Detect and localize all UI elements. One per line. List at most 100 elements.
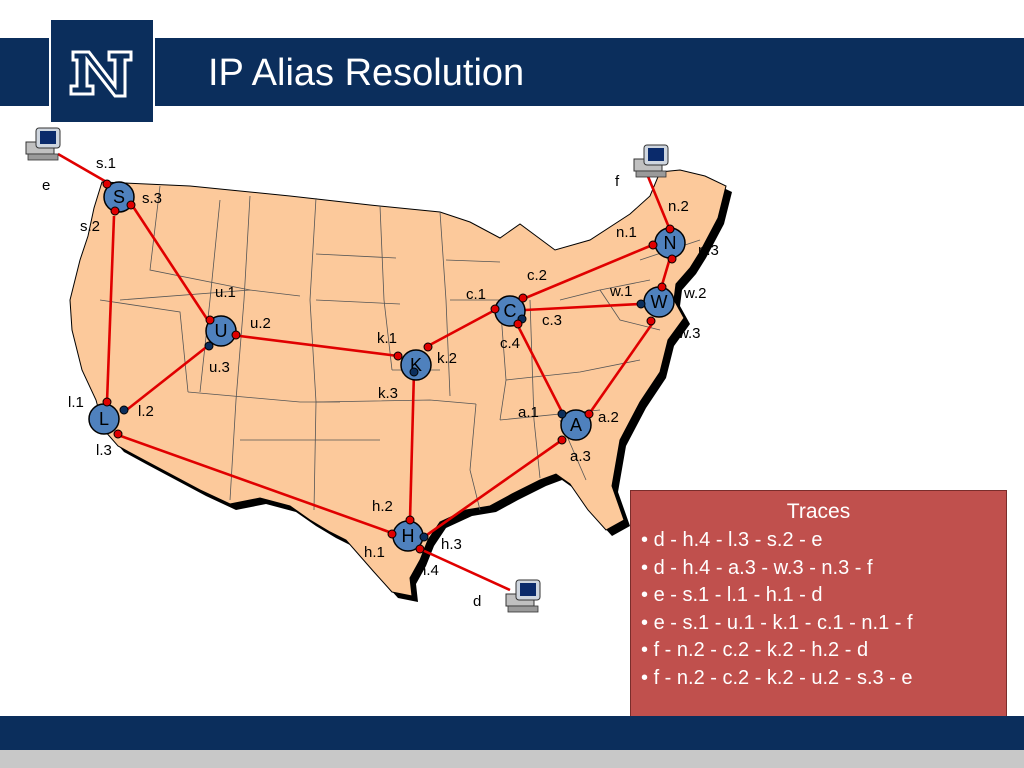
trace-item: d - h.4 - a.3 - w.3 - n.3 - f <box>641 555 996 583</box>
iface-label-l3: l.3 <box>96 442 112 459</box>
trace-item: f - n.2 - c.2 - k.2 - u.2 - s.3 - e <box>641 665 996 693</box>
iface-dot-l1 <box>102 397 112 407</box>
router-label-c: C <box>504 301 517 321</box>
router-label-w: W <box>651 292 668 312</box>
iface-dot-h3 <box>419 532 429 542</box>
footer-bar <box>0 716 1024 750</box>
iface-dot-k2 <box>423 342 433 352</box>
computer-icon <box>633 144 669 178</box>
iface-label-a1: a.1 <box>518 404 539 421</box>
link-c-a <box>516 325 564 413</box>
host-computers <box>25 127 669 613</box>
trace-item: e - s.1 - l.1 - h.1 - d <box>641 582 996 610</box>
router-a <box>560 409 592 441</box>
host-label-e: e <box>42 177 50 194</box>
iface-label-a3: a.3 <box>570 448 591 465</box>
iface-dot-s1 <box>102 179 112 189</box>
host-label-d: d <box>473 593 481 610</box>
iface-dot-l3 <box>113 429 123 439</box>
interface-dots <box>102 179 677 554</box>
iface-label-k3: k.3 <box>378 385 398 402</box>
iface-label-n3: n.3 <box>698 242 719 259</box>
iface-dot-a1 <box>557 409 567 419</box>
iface-dot-u1 <box>205 315 215 325</box>
iface-label-h1: h.1 <box>364 544 385 561</box>
nevada-n-logo-icon <box>49 18 155 124</box>
iface-label-w1: w.1 <box>609 283 633 300</box>
iface-label-l2: l.2 <box>138 403 154 420</box>
iface-dot-k1 <box>393 351 403 361</box>
iface-label-n1: n.1 <box>616 224 637 241</box>
router-label-a: A <box>570 415 582 435</box>
iface-label-c1: c.1 <box>466 286 486 303</box>
iface-dot-c4 <box>513 319 523 329</box>
iface-label-u3: u.3 <box>209 359 230 376</box>
iface-dot-w1 <box>636 299 646 309</box>
us-map <box>69 169 732 602</box>
iface-dot-a3 <box>557 435 567 445</box>
trace-item: f - n.2 - c.2 - k.2 - h.2 - d <box>641 637 996 665</box>
iface-label-s2: s.2 <box>80 218 100 235</box>
iface-label-h4: h.4 <box>418 562 439 579</box>
trace-item: d - h.4 - l.3 - s.2 - e <box>641 527 996 555</box>
link-u-k <box>231 333 399 358</box>
host-label-f: f <box>615 173 620 190</box>
us-map-land <box>69 169 727 597</box>
link-c-w <box>524 302 641 312</box>
iface-dot-n2 <box>665 224 675 234</box>
iface-dot-a2 <box>584 409 594 419</box>
title-bar <box>0 38 1024 106</box>
link-s-l <box>105 215 116 403</box>
traces-panel: Traces d - h.4 - l.3 - s.2 - e d - h.4 -… <box>630 490 1007 718</box>
state-borders <box>99 185 701 511</box>
routers <box>88 181 686 552</box>
link-e-s <box>57 152 111 186</box>
iface-label-u1: u.1 <box>215 284 236 301</box>
iface-label-s3: s.3 <box>142 190 162 207</box>
iface-label-h3: h.3 <box>441 536 462 553</box>
iface-dot-h4 <box>415 544 425 554</box>
iface-label-k1: k.1 <box>377 330 397 347</box>
link-w-a <box>587 323 654 415</box>
link-h-d <box>419 547 511 592</box>
iface-dot-h2 <box>405 515 415 525</box>
link-a-h <box>423 438 563 539</box>
iface-label-w3: w.3 <box>677 325 701 342</box>
router-label-l: L <box>99 409 109 429</box>
iface-label-w2: w.2 <box>683 285 707 302</box>
router-label-s: S <box>113 187 125 207</box>
iface-dot-k3 <box>409 367 419 377</box>
iface-dot-n3 <box>667 254 677 264</box>
iface-label-k2: k.2 <box>437 350 457 367</box>
links <box>57 152 672 592</box>
traces-list: d - h.4 - l.3 - s.2 - e d - h.4 - a.3 - … <box>641 527 996 692</box>
link-k-c <box>425 308 496 349</box>
link-u-l <box>123 343 210 414</box>
iface-label-c4: c.4 <box>500 335 520 352</box>
iface-dot-s3 <box>126 200 136 210</box>
iface-label-c3: c.3 <box>542 312 562 329</box>
iface-dot-s2 <box>110 206 120 216</box>
iface-label-l1: l.1 <box>68 394 84 411</box>
link-s-u <box>130 204 211 323</box>
iface-label-a2: a.2 <box>598 409 619 426</box>
iface-dot-w3 <box>646 316 656 326</box>
iface-dot-h1 <box>387 529 397 539</box>
iface-dot-l2 <box>119 405 129 415</box>
router-label-u: U <box>215 321 228 341</box>
link-c-n <box>522 244 651 301</box>
iface-label-n2: n.2 <box>668 198 689 215</box>
host-labels: e f d <box>42 173 620 610</box>
iface-dot-w2 <box>657 282 667 292</box>
iface-label-s1: s.1 <box>96 155 116 172</box>
computer-icon <box>505 579 541 613</box>
link-n-w <box>660 257 672 286</box>
computer-icon <box>25 127 61 161</box>
router-label-n: N <box>664 233 677 253</box>
iface-label-c2: c.2 <box>527 267 547 284</box>
iface-dot-c2 <box>518 293 528 303</box>
link-f-n <box>645 173 672 231</box>
iface-dot-c1 <box>490 304 500 314</box>
traces-title: Traces <box>786 500 851 523</box>
trace-item: e - s.1 - u.1 - k.1 - c.1 - n.1 - f <box>641 610 996 638</box>
